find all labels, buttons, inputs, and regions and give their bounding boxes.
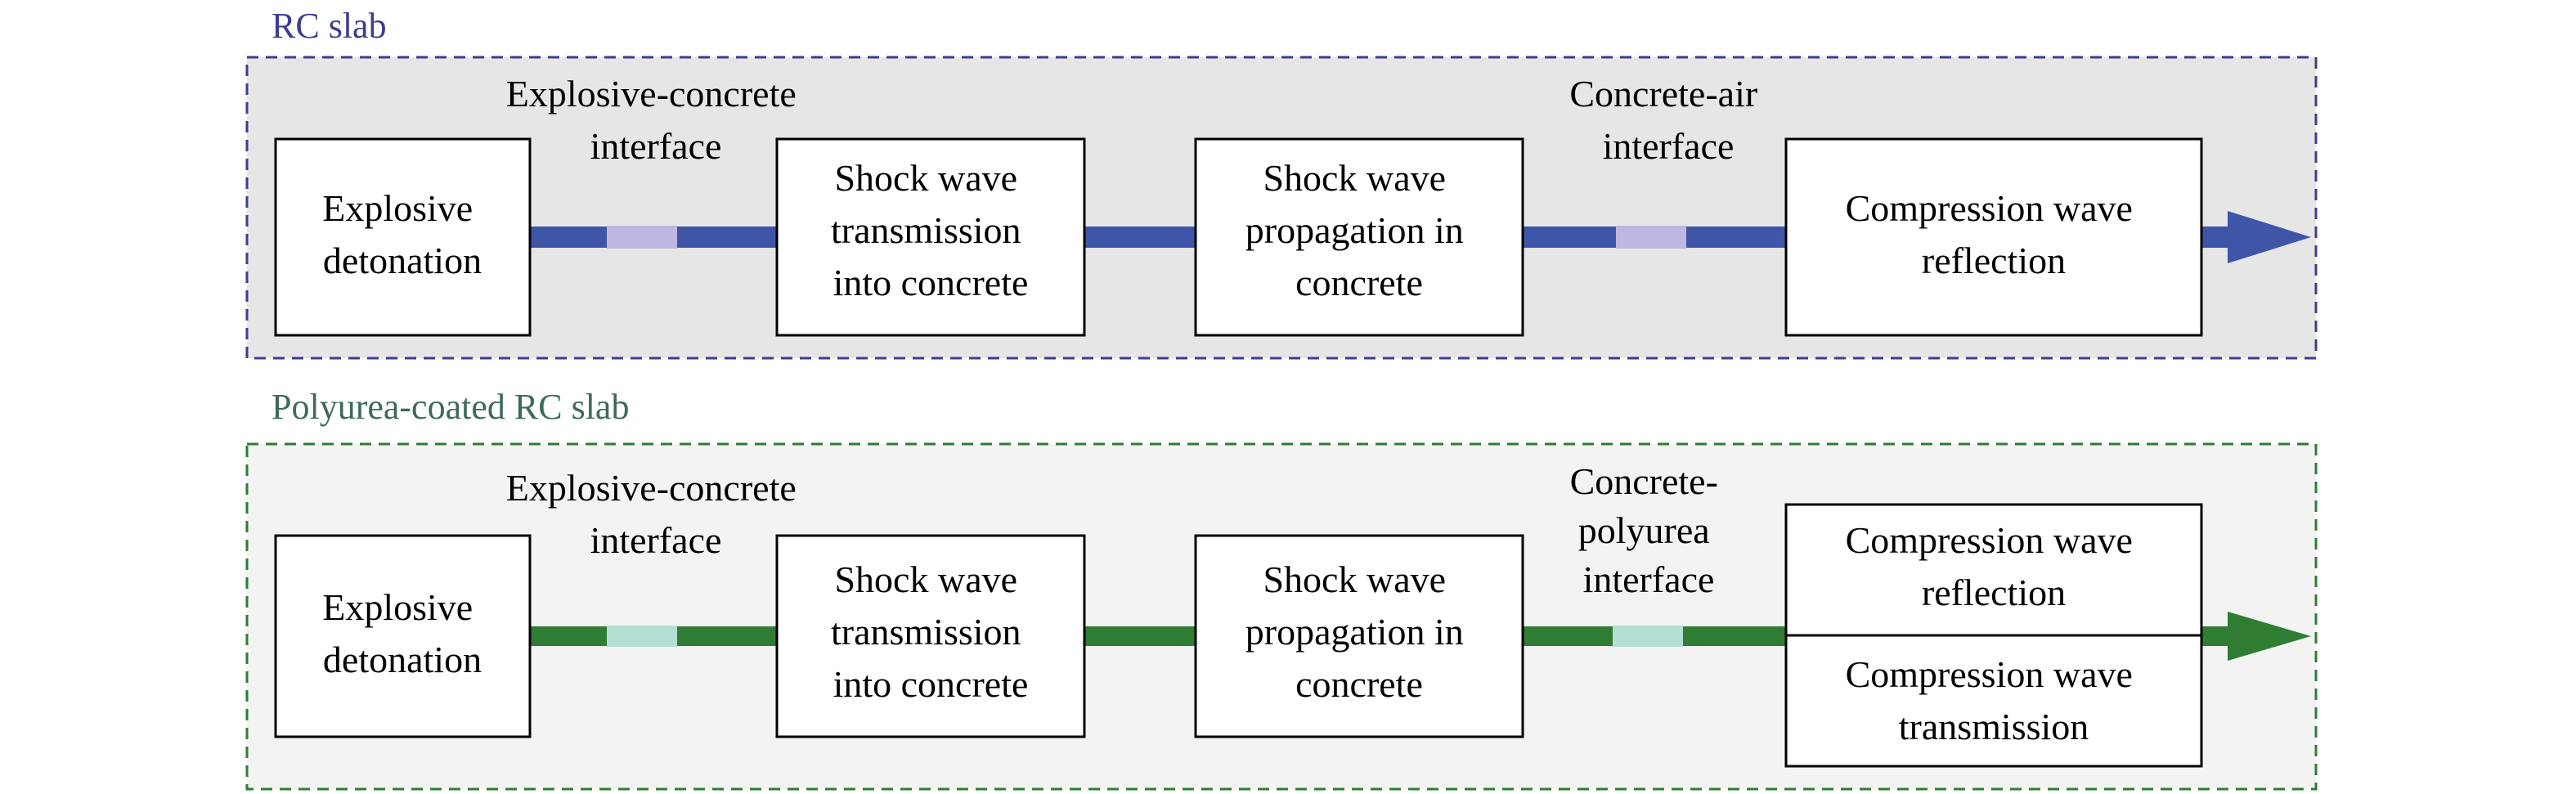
panel-title-polyurea: Polyurea-coated RC slab	[272, 387, 629, 427]
interface-marker	[607, 626, 677, 647]
flow-segment	[1084, 626, 1196, 646]
box-compression-wave-reflection: Compression wave reflection	[1784, 137, 2203, 337]
svg-text:Shock wave propagation i: Shock wave propagation in concrete	[1245, 157, 1474, 303]
flow-line-polyurea	[530, 612, 2311, 661]
box-explosive-detonation-poly: Explosive detonation	[274, 534, 532, 738]
svg-text:Explosive detonation: Explosive detonation	[322, 586, 482, 680]
interface-marker	[607, 226, 677, 249]
arrow-head-icon	[2228, 211, 2311, 263]
compression-wave-reflection-label: Compression wave reflection	[1846, 519, 2143, 613]
interface-marker	[1613, 626, 1683, 647]
svg-text:Shock wave propagation i: Shock wave propagation in concrete	[1245, 558, 1474, 705]
box-shock-wave-propagation-poly: Shock wave propagation in concrete	[1194, 534, 1524, 738]
box-shock-wave-propagation: Shock wave propagation in concrete	[1194, 137, 1524, 337]
compression-wave-transmission-label: Compression wave transmission	[1846, 653, 2143, 747]
flow-segment	[2201, 626, 2229, 646]
box-explosive-detonation: Explosive detonation	[274, 137, 532, 337]
interface-label-explosive-concrete-poly: Explosive-concrete interface	[506, 467, 806, 561]
flow-line-rc	[530, 211, 2311, 263]
arrow-head-icon	[2228, 612, 2311, 661]
svg-text:Shock wave transmission: Shock wave transmission into concrete	[831, 558, 1030, 705]
interface-label-concrete-polyurea: Concrete- polyurea interface	[1570, 460, 1728, 600]
flow-segment	[1084, 227, 1196, 248]
interface-label-concrete-air: Concrete-air interface	[1569, 73, 1766, 167]
svg-text:Compression wave reflect: Compression wave reflection	[1846, 187, 2143, 281]
box-shock-wave-transmission-poly: Shock wave transmission into concrete	[775, 534, 1086, 738]
svg-text:Shock wave transmission: Shock wave transmission into concrete	[831, 157, 1030, 303]
box-compression-wave-split: Compression wave reflection Compression …	[1784, 503, 2203, 768]
interface-label-explosive-concrete: Explosive-concrete interface	[506, 73, 806, 167]
panel-title-rc: RC slab	[272, 6, 387, 46]
svg-text:Explosive detonation: Explosive detonation	[322, 187, 482, 281]
box-shock-wave-transmission: Shock wave transmission into concrete	[775, 137, 1086, 337]
interface-marker	[1616, 226, 1686, 249]
flow-segment	[2201, 227, 2229, 248]
